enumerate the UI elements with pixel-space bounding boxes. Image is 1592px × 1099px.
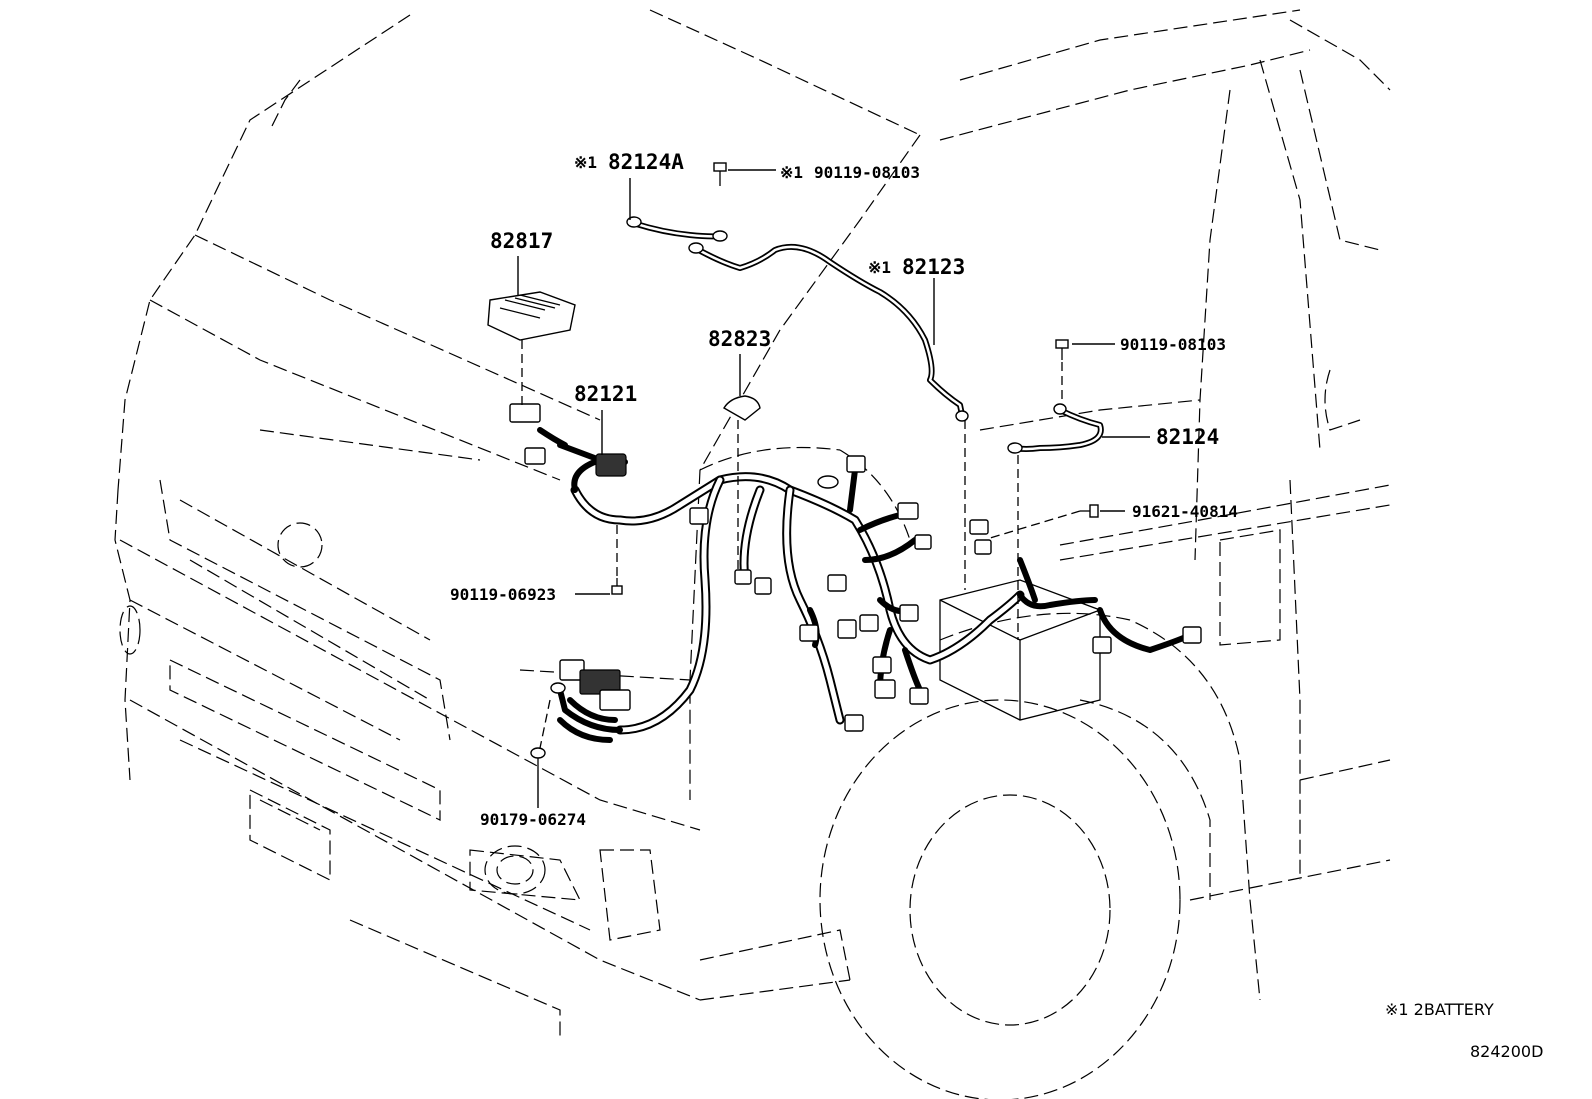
part-label-82124A[interactable]: ※1 82124A — [574, 150, 684, 174]
svg-text:82823: 82823 — [708, 327, 771, 351]
bolt-icon — [611, 578, 623, 595]
part-label-90179-06274[interactable]: 90179-06274 — [480, 810, 586, 829]
svg-text:90119-08103: 90119-08103 — [1120, 335, 1226, 354]
footnote: ※1 2BATTERY — [1385, 1000, 1494, 1019]
bolt-icon — [1080, 504, 1099, 518]
svg-text:82817: 82817 — [490, 229, 553, 253]
leader-lines — [517, 169, 1150, 808]
bolt-icon — [713, 162, 727, 186]
part-label-91621-40814[interactable]: 91621-40814 — [1132, 502, 1238, 521]
bolt-icon — [1055, 339, 1069, 360]
battery-cable-82124A — [626, 216, 728, 242]
part-label-90119-06923[interactable]: 90119-06923 — [450, 585, 556, 604]
part-label-82823[interactable]: 82823 — [708, 327, 771, 351]
svg-text:82123: 82123 — [902, 255, 965, 279]
vehicle-outline — [114, 9, 1391, 1099]
battery-cable-82124 — [1007, 403, 1104, 454]
svg-text:90179-06274: 90179-06274 — [480, 810, 586, 829]
part-label-90119-08103-right[interactable]: 90119-08103 — [1120, 335, 1226, 354]
svg-text:※1: ※1 — [574, 153, 597, 172]
clip-icon — [530, 682, 566, 770]
relay-block — [487, 291, 576, 341]
svg-text:91621-40814: 91621-40814 — [1132, 502, 1238, 521]
svg-text:※1: ※1 — [868, 258, 891, 277]
svg-text:82124A: 82124A — [608, 150, 684, 174]
part-label-82121[interactable]: 82121 — [574, 382, 637, 406]
part-label-82123[interactable]: ※1 82123 — [868, 255, 965, 279]
protector-cover — [723, 395, 761, 421]
svg-text:90119-06923: 90119-06923 — [450, 585, 556, 604]
part-label-82817[interactable]: 82817 — [490, 229, 553, 253]
svg-text:82124: 82124 — [1156, 425, 1219, 449]
battery — [939, 579, 1101, 721]
svg-text:90119-08103: 90119-08103 — [814, 163, 920, 182]
part-label-90119-08103-top[interactable]: ※1 90119-08103 — [780, 163, 920, 182]
engine-room-wire-harness — [509, 403, 1202, 743]
battery-cable-82123 — [688, 242, 969, 422]
svg-text:※1: ※1 — [780, 163, 803, 182]
figure-id: 824200D — [1470, 1042, 1543, 1061]
svg-text:82121: 82121 — [574, 382, 637, 406]
part-label-82124[interactable]: 82124 — [1156, 425, 1219, 449]
